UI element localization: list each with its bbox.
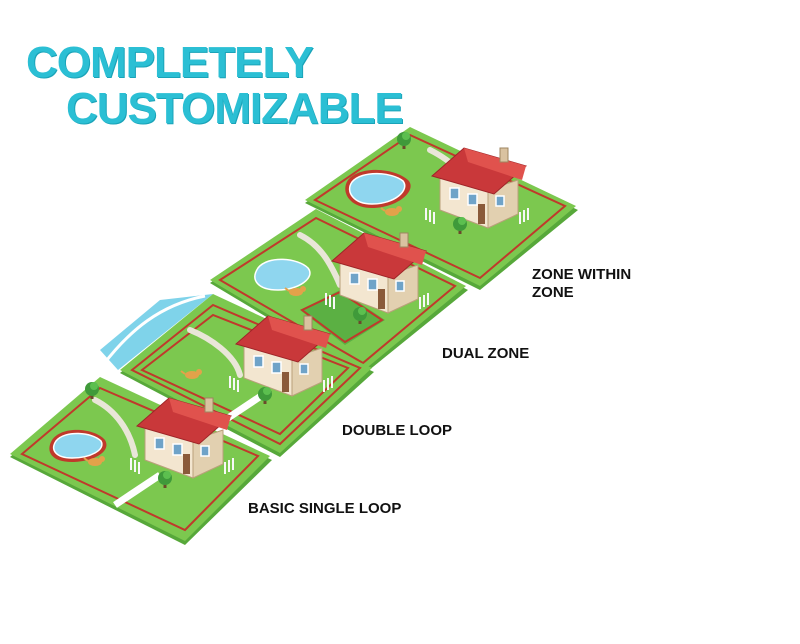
label-basic-single-loop: BASIC SINGLE LOOP: [248, 500, 401, 518]
label-dual-zone: DUAL ZONE: [442, 345, 529, 363]
label-zone-within-zone: ZONE WITHIN ZONE: [532, 266, 631, 302]
label-zone-within-zone-line-2: ZONE: [532, 284, 574, 301]
label-zone-within-zone-line-1: ZONE WITHIN: [532, 266, 631, 283]
label-double-loop: DOUBLE LOOP: [342, 422, 452, 440]
